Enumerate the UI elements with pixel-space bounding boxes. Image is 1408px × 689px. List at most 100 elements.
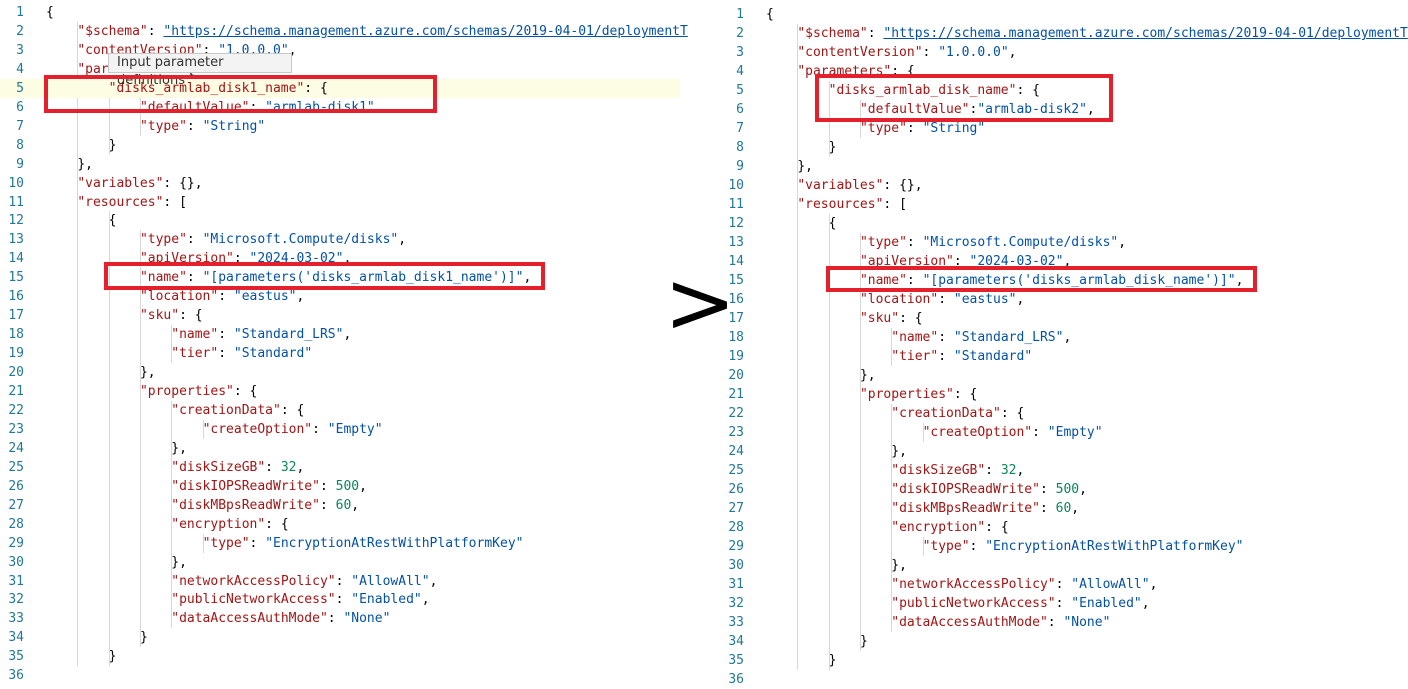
code-line[interactable]: 17 "sku": { — [0, 306, 680, 325]
code-line[interactable]: 36 — [0, 666, 680, 685]
line-number: 34 — [8, 630, 24, 646]
code-text: } — [828, 140, 837, 155]
code-line[interactable]: 9 }, — [720, 157, 1400, 176]
code-line[interactable]: 18 "name": "Standard_LRS", — [0, 325, 680, 344]
code-line[interactable]: 18 "name": "Standard_LRS", — [720, 328, 1400, 347]
code-line[interactable]: 10 "variables": {}, — [720, 176, 1400, 195]
code-line[interactable]: 26 "diskIOPSReadWrite": 500, — [0, 477, 680, 496]
code-line[interactable]: 20 }, — [720, 366, 1400, 385]
code-line[interactable]: 30 }, — [720, 556, 1400, 575]
code-line[interactable]: 26 "diskIOPSReadWrite": 500, — [720, 480, 1400, 499]
code-line[interactable]: 28 "encryption": { — [720, 518, 1400, 537]
code-text: "createOption": "Empty" — [922, 425, 1103, 440]
line-number: 4 — [736, 64, 744, 79]
code-text: "name": "[parameters('disks_armlab_disk_… — [859, 273, 1244, 288]
line-number: 25 — [8, 459, 24, 475]
code-text: { — [108, 213, 117, 229]
code-line[interactable]: 27 "diskMBpsReadWrite": 60, — [0, 496, 680, 515]
code-text: "$schema": "https://schema.management.az… — [797, 26, 1408, 41]
code-line[interactable]: 2 "$schema": "https://schema.management.… — [0, 22, 688, 41]
indent-guide — [922, 423, 924, 442]
code-line[interactable]: 8 } — [720, 138, 1400, 157]
code-line[interactable]: 1{ — [0, 3, 680, 22]
code-text: "diskSizeGB": 32, — [171, 459, 305, 475]
annotation-box-right-name — [826, 266, 1257, 292]
code-line[interactable]: 32 "publicNetworkAccess": "Enabled", — [720, 594, 1400, 613]
code-line[interactable]: 15 "name": "[parameters('disks_armlab_di… — [0, 268, 680, 287]
indent-guide — [859, 233, 861, 651]
code-text: "contentVersion": "1.0.0.0", — [797, 45, 1017, 60]
code-text: "createOption": "Empty" — [202, 421, 383, 437]
code-text: { — [46, 5, 54, 20]
code-line[interactable]: 19 "tier": "Standard" — [0, 344, 680, 363]
line-number: 9 — [16, 156, 24, 172]
code-line[interactable]: 13 "type": "Microsoft.Compute/disks", — [720, 233, 1400, 252]
code-line[interactable]: 15 "name": "[parameters('disks_armlab_di… — [720, 271, 1400, 290]
code-line[interactable]: 36 — [720, 670, 1400, 689]
code-line[interactable]: 24 }, — [720, 442, 1400, 461]
code-line[interactable]: 34 } — [720, 632, 1400, 651]
code-line[interactable]: 21 "properties": { — [0, 382, 680, 401]
right-code-editor[interactable]: 1{2 "$schema": "https://schema.managemen… — [720, 0, 1408, 687]
code-line[interactable]: 16 "location": "eastus", — [0, 287, 680, 306]
code-line[interactable]: 3 "contentVersion": "1.0.0.0", — [0, 41, 680, 60]
code-line[interactable]: 21 "properties": { — [720, 385, 1400, 404]
code-line[interactable]: 8 } — [0, 136, 680, 155]
code-line[interactable]: 7 "type": "String" — [0, 117, 680, 136]
code-line[interactable]: 25 "diskSizeGB": 32, — [720, 461, 1400, 480]
code-line[interactable]: 23 "createOption": "Empty" — [0, 420, 680, 439]
code-line[interactable]: 14 "apiVersion": "2024-03-02", — [720, 252, 1400, 271]
code-line[interactable]: 23 "createOption": "Empty" — [720, 423, 1400, 442]
code-text: }, — [171, 554, 187, 570]
code-line[interactable]: 6 "defaultValue":"armlab-disk2", — [720, 100, 1400, 119]
line-number: 32 — [728, 596, 744, 611]
code-line[interactable]: 19 "tier": "Standard" — [720, 347, 1400, 366]
code-line[interactable]: 7 "type": "String" — [720, 119, 1400, 138]
code-text: "creationData": { — [891, 406, 1025, 421]
line-number: 21 — [8, 384, 24, 399]
code-line[interactable]: 12 { — [0, 211, 680, 230]
code-line[interactable]: 33 "dataAccessAuthMode": "None" — [0, 609, 680, 628]
code-line[interactable]: 16 "location": "eastus", — [720, 290, 1400, 309]
code-line[interactable]: 13 "type": "Microsoft.Compute/disks", — [0, 230, 680, 249]
code-line[interactable]: 5 "disks_armlab_disk1_name": { — [0, 78, 680, 98]
code-line[interactable]: 28 "encryption": { — [0, 515, 680, 534]
code-line[interactable]: 35 } — [720, 651, 1400, 670]
line-number: 33 — [728, 615, 744, 630]
line-number: 5 — [736, 83, 744, 98]
line-number: 33 — [8, 611, 24, 627]
line-number: 8 — [16, 137, 24, 153]
code-line[interactable]: 31 "networkAccessPolicy": "AllowAll", — [0, 572, 680, 591]
line-number: 18 — [728, 330, 744, 345]
code-line[interactable]: 10 "variables": {}, — [0, 174, 680, 193]
code-line[interactable]: 12 { — [720, 214, 1400, 233]
code-line[interactable]: 25 "diskSizeGB": 32, — [0, 458, 680, 477]
code-line[interactable]: 11 "resources": [ — [0, 193, 680, 212]
code-line[interactable]: 20 }, — [0, 363, 680, 382]
indent-guide — [202, 533, 204, 553]
code-text: } — [828, 653, 837, 668]
code-text: "location": "eastus", — [859, 292, 1025, 307]
code-line[interactable]: 22 "creationData": { — [720, 404, 1400, 423]
code-line[interactable]: 22 "creationData": { — [0, 401, 680, 420]
line-number: 6 — [16, 99, 24, 115]
code-line[interactable]: 3 "contentVersion": "1.0.0.0", — [720, 43, 1400, 62]
code-line[interactable]: 2 "$schema": "https://schema.management.… — [720, 24, 1408, 43]
code-line[interactable]: 11 "resources": [ — [720, 195, 1400, 214]
code-line[interactable]: 27 "diskMBpsReadWrite": 60, — [720, 499, 1400, 518]
code-line[interactable]: 29 "type": "EncryptionAtRestWithPlatform… — [0, 534, 680, 553]
code-text: { — [766, 7, 774, 22]
code-line[interactable]: 5 "disks_armlab_disk_name": { — [720, 81, 1400, 100]
code-line[interactable]: 1{ — [720, 5, 1400, 24]
code-line[interactable]: 32 "publicNetworkAccess": "Enabled", — [0, 590, 680, 609]
code-line[interactable]: 31 "networkAccessPolicy": "AllowAll", — [720, 575, 1400, 594]
code-line[interactable]: 35 } — [0, 647, 680, 666]
code-line[interactable]: 30 }, — [0, 553, 680, 572]
code-line[interactable]: 33 "dataAccessAuthMode": "None" — [720, 613, 1400, 632]
code-line[interactable]: 34 } — [0, 628, 680, 647]
code-line[interactable]: 24 }, — [0, 439, 680, 458]
code-line[interactable]: 17 "sku": { — [720, 309, 1400, 328]
code-line[interactable]: 9 }, — [0, 155, 680, 174]
line-number: 9 — [736, 159, 744, 174]
code-line[interactable]: 29 "type": "EncryptionAtRestWithPlatform… — [720, 537, 1400, 556]
